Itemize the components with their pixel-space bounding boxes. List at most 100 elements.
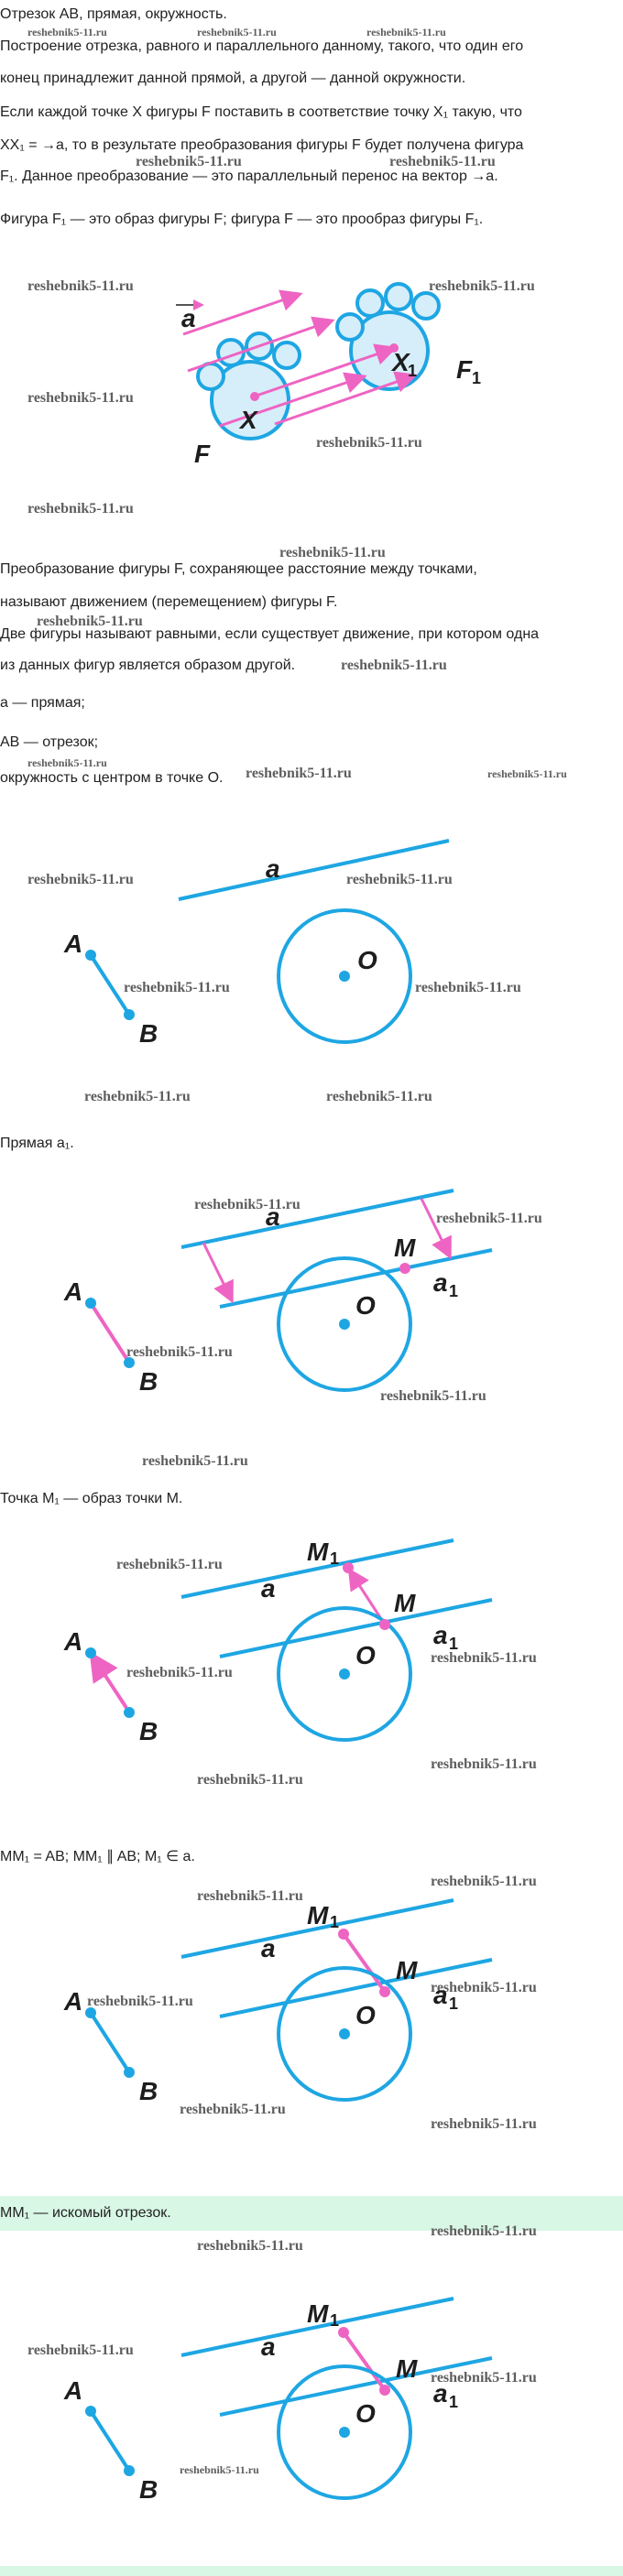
- label-a: a: [261, 1934, 276, 1962]
- text-line-conditions: MM₁ = AB; MM₁ ∥ AB; M₁ ∈ a.: [0, 1849, 195, 1864]
- watermark: reshebnik5-11.ru: [27, 872, 134, 887]
- watermark: reshebnik5-11.ru: [87, 1994, 193, 2009]
- line-a: [180, 1189, 454, 1249]
- point-a-dot: [85, 950, 96, 961]
- translation-arrow: [256, 343, 398, 397]
- watermark: reshebnik5-11.ru: [197, 2238, 303, 2254]
- line-a: [180, 1898, 454, 1959]
- text-line-given-a: a — прямая;: [0, 695, 85, 711]
- label-m: M: [396, 1956, 418, 1984]
- watermark: reshebnik5-11.ru: [316, 435, 422, 451]
- text-line-def-3: F₁. Данное преобразование — это параллел…: [0, 168, 498, 184]
- label-o: O: [355, 1291, 376, 1320]
- text-line-answer: MM₁ — искомый отрезок.: [0, 2205, 171, 2221]
- point-b-dot: [124, 2465, 135, 2476]
- point-o-dot: [339, 1668, 350, 1679]
- watermark: reshebnik5-11.ru: [27, 390, 134, 406]
- point-o-dot: [339, 2028, 350, 2039]
- figure-point-m1: a a 1 A B O M M 1: [63, 1538, 493, 1745]
- text-line-motion-1: Преобразование фигуры F, сохраняющее рас…: [0, 561, 477, 577]
- watermark: reshebnik5-11.ru: [126, 1665, 233, 1680]
- label-b-point: B: [139, 2475, 158, 2504]
- segment-ab: [89, 953, 131, 1016]
- vector-a-label: a: [181, 304, 196, 332]
- watermark: reshebnik5-11.ru: [27, 278, 134, 294]
- label-x: X: [238, 406, 259, 434]
- point-a-dot: [85, 1647, 96, 1658]
- watermark: reshebnik5-11.ru: [126, 1344, 233, 1360]
- watermark: reshebnik5-11.ru: [27, 2342, 134, 2358]
- watermark: reshebnik5-11.ru: [246, 766, 352, 781]
- watermark: reshebnik5-11.ru: [84, 1089, 191, 1104]
- label-o: O: [355, 1641, 376, 1669]
- label-a-point: A: [63, 1627, 82, 1656]
- segment-ab: [89, 1651, 128, 1710]
- text-line-given-ab: AB — отрезок;: [0, 734, 99, 750]
- watermark: reshebnik5-11.ru: [116, 1557, 223, 1572]
- watermark: reshebnik5-11.ru: [124, 980, 230, 995]
- watermark: reshebnik5-11.ru: [431, 1874, 537, 1889]
- label-f1: F: [456, 355, 473, 384]
- watermark: reshebnik5-11.ru: [431, 2223, 537, 2239]
- watermark: reshebnik5-11.ru: [197, 26, 277, 38]
- line-a1: [219, 1598, 493, 1658]
- label-m1: M: [307, 1901, 329, 1929]
- label-b-point: B: [139, 1019, 158, 1048]
- watermark: reshebnik5-11.ru: [142, 1453, 248, 1469]
- figure-answer: a a 1 A B O M M 1: [63, 2297, 493, 2504]
- watermark: reshebnik5-11.ru: [27, 501, 134, 516]
- label-m: M: [394, 1234, 416, 1262]
- figure-translation: a X X 1 F F 1: [176, 282, 481, 468]
- watermark: reshebnik5-11.ru: [431, 2116, 537, 2132]
- label-a1-sub: 1: [449, 2393, 458, 2411]
- watermark: reshebnik5-11.ru: [326, 1089, 432, 1104]
- point-b-dot: [124, 1357, 135, 1368]
- label-m1-sub: 1: [330, 2311, 339, 2330]
- circle-o: [277, 1966, 412, 2102]
- label-m1-sub: 1: [330, 1913, 339, 1931]
- watermark: reshebnik5-11.ru: [279, 545, 386, 560]
- watermark: reshebnik5-11.ru: [431, 1650, 537, 1666]
- point-a-dot: [85, 1298, 96, 1309]
- text-line-def-2: XX₁ = →a, то в результате преобразования…: [0, 137, 524, 153]
- label-a1: a: [433, 1268, 448, 1297]
- label-a1-sub: 1: [449, 1282, 458, 1300]
- circle-o: [277, 908, 412, 1044]
- segment-mm1: [342, 2331, 387, 2392]
- segment-ab: [89, 1301, 131, 1364]
- watermark: reshebnik5-11.ru: [431, 1980, 537, 1995]
- point-o-dot: [339, 1319, 350, 1330]
- watermark: reshebnik5-11.ru: [197, 1888, 303, 1904]
- label-a: a: [261, 1574, 276, 1603]
- label-f: F: [194, 440, 211, 468]
- point-m-dot: [379, 2385, 390, 2396]
- point-m-dot: [379, 1986, 390, 1997]
- label-a1-sub: 1: [449, 1635, 458, 1653]
- translation-arrow: [274, 371, 418, 426]
- label-x1: X: [390, 348, 411, 376]
- text-line-task-1: Построение отрезка, равного и параллельн…: [0, 38, 524, 54]
- point-a-dot: [85, 2406, 96, 2417]
- watermark: reshebnik5-11.ru: [366, 26, 446, 38]
- label-o: O: [355, 2399, 376, 2428]
- label-m1: M: [307, 1538, 329, 1566]
- label-b-point: B: [139, 2077, 158, 2105]
- text-line-task-2: конец принадлежит данной прямой, а друго…: [0, 71, 466, 86]
- point-b-dot: [124, 1009, 135, 1020]
- point-m1-dot: [338, 1929, 349, 1940]
- circle-o: [277, 1606, 412, 1742]
- label-m: M: [396, 2354, 418, 2383]
- label-a: a: [266, 1202, 280, 1231]
- label-a-point: A: [63, 2376, 82, 2405]
- translation-arrow: [219, 372, 367, 428]
- text-line-equal-1: Две фигуры называют равными, если сущест…: [0, 626, 540, 642]
- watermark: reshebnik5-11.ru: [429, 278, 535, 294]
- figure-conditions: a a 1 A B O M M 1: [63, 1898, 493, 2105]
- point-o-dot: [339, 2427, 350, 2438]
- circle-o: [277, 1256, 412, 1392]
- line-a: [178, 839, 450, 901]
- point-o-dot: [339, 971, 350, 982]
- text-line-point-m1: Точка M₁ — образ точки M.: [0, 1491, 183, 1506]
- line-a: [180, 2297, 454, 2357]
- line-a1: [219, 1958, 493, 2018]
